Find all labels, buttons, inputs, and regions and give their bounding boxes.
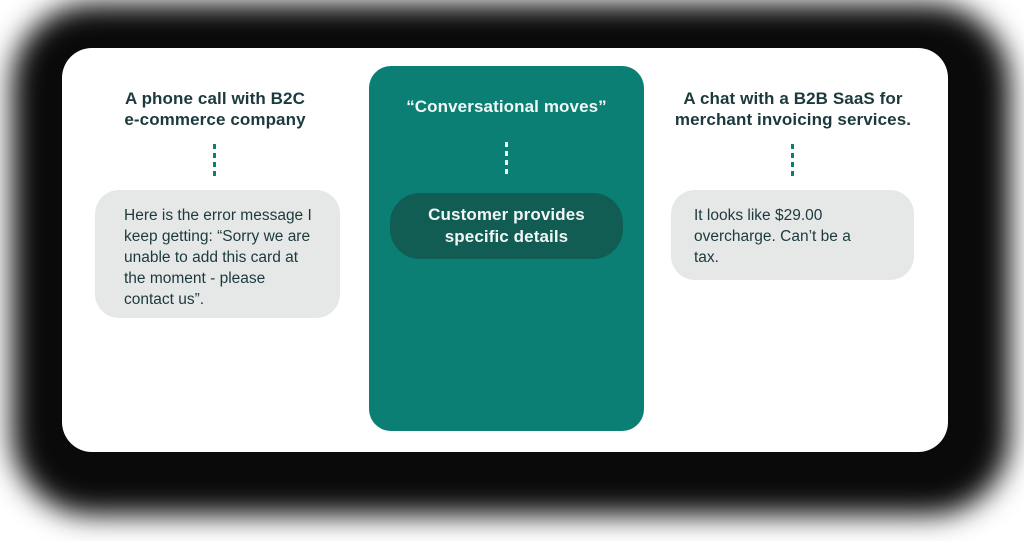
move-pill-text: Customer provides specific details bbox=[428, 205, 585, 246]
right-column-heading: A chat with a B2B SaaS for merchant invo… bbox=[660, 88, 926, 130]
left-speech-bubble: Here is the error message I keep getting… bbox=[95, 190, 340, 318]
right-bubble-text: It looks like $29.00 overcharge. Can’t b… bbox=[694, 207, 851, 266]
dotted-connector-center bbox=[505, 142, 508, 178]
center-card-heading: “Conversational moves” bbox=[406, 97, 607, 116]
move-pill: Customer provides specific details bbox=[390, 193, 623, 259]
left-column-heading: A phone call with B2C e-commerce company bbox=[90, 88, 340, 130]
right-speech-bubble: It looks like $29.00 overcharge. Can’t b… bbox=[671, 190, 914, 280]
right-heading-line-2: merchant invoicing services. bbox=[674, 110, 912, 129]
conversational-moves-card: “Conversational moves” Customer provides… bbox=[369, 66, 644, 431]
dotted-connector-left bbox=[213, 144, 216, 180]
right-heading-line-1: A chat with a B2B SaaS for bbox=[683, 89, 903, 108]
left-heading-line-1: A phone call with B2C bbox=[125, 89, 305, 108]
left-heading-line-2: e-commerce company bbox=[124, 110, 306, 129]
dotted-connector-right bbox=[791, 144, 794, 180]
left-bubble-text: Here is the error message I keep getting… bbox=[124, 207, 312, 308]
